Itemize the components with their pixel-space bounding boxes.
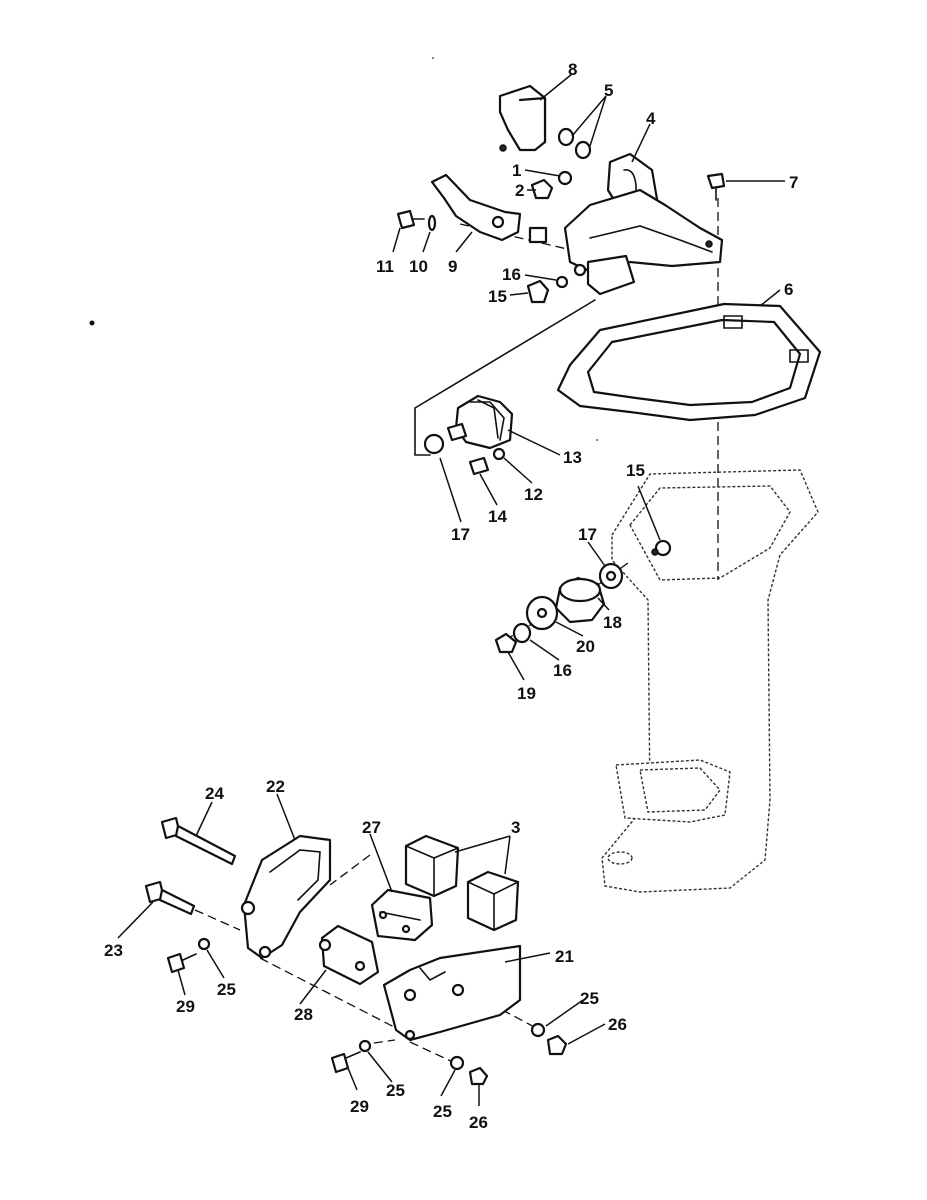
- callout-14: 14: [488, 507, 507, 526]
- callout-16-upper: 16: [502, 265, 521, 284]
- callout-27: 27: [362, 818, 381, 837]
- callout-17-lower: 17: [578, 525, 597, 544]
- callout-2: 2: [515, 181, 524, 200]
- callout-29-lower: 29: [350, 1097, 369, 1116]
- callout-22: 22: [266, 777, 285, 796]
- callout-25-mid: 25: [386, 1081, 405, 1100]
- callout-25-left: 25: [217, 980, 236, 999]
- rubber-mount-13: [423, 394, 514, 476]
- callout-15-upper: 15: [488, 287, 507, 306]
- callout-17-upper: 17: [451, 525, 470, 544]
- driveshaft-housing: [601, 469, 819, 893]
- upper-mount-assembly: [396, 84, 726, 304]
- callout-7: 7: [789, 173, 798, 192]
- callout-8: 8: [568, 60, 577, 79]
- scan-specks: [89, 57, 598, 441]
- callout-5: 5: [604, 81, 613, 100]
- callout-20: 20: [576, 637, 595, 656]
- callout-1: 1: [512, 161, 521, 180]
- callout-28: 28: [294, 1005, 313, 1024]
- callout-6: 6: [784, 280, 793, 299]
- callout-19: 19: [517, 684, 536, 703]
- callout-26-right: 26: [608, 1015, 627, 1034]
- callout-12: 12: [524, 485, 543, 504]
- callout-labels: 8 5 4 1 2 7 11 10 9 16 15 6 13 12 14 17 …: [104, 60, 798, 1132]
- callout-25-right: 25: [580, 989, 599, 1008]
- callout-16-lower: 16: [553, 661, 572, 680]
- callout-23: 23: [104, 941, 123, 960]
- callout-24: 24: [205, 784, 224, 803]
- callout-25-lower: 25: [433, 1102, 452, 1121]
- callout-15-lower: 15: [626, 461, 645, 480]
- callout-3: 3: [511, 818, 520, 837]
- rubber-mount-18: [494, 539, 672, 654]
- callout-18: 18: [603, 613, 622, 632]
- callout-9: 9: [448, 257, 457, 276]
- callout-leaders: [117, 73, 785, 1106]
- gasket-6: [556, 302, 822, 422]
- callout-21: 21: [555, 947, 574, 966]
- lower-bracket-assembly: [144, 816, 568, 1086]
- callout-13: 13: [563, 448, 582, 467]
- callout-11: 11: [376, 257, 394, 276]
- callout-29-upper: 29: [176, 997, 195, 1016]
- callout-26-lower: 26: [469, 1113, 488, 1132]
- callout-10: 10: [409, 257, 428, 276]
- callout-4: 4: [646, 109, 656, 128]
